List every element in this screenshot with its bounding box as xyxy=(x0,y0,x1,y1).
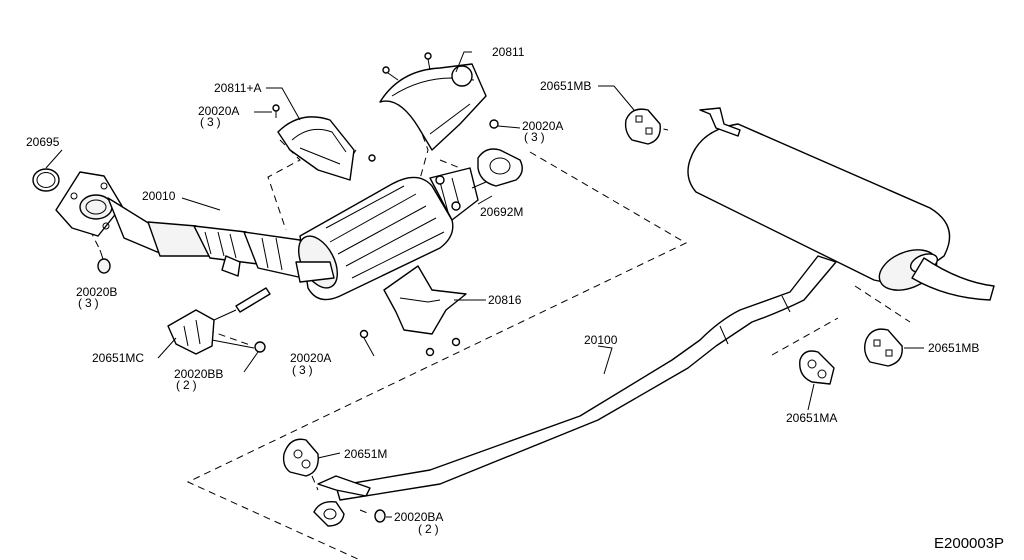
mounting-20651ma[interactable] xyxy=(799,350,835,385)
label-20020a-bottom: 20020A xyxy=(290,351,331,365)
label-20020a-top: 20020A xyxy=(198,104,239,118)
mounting-20651mb-top[interactable] xyxy=(624,108,661,145)
label-20651mc: 20651MC xyxy=(92,351,144,365)
label-20811a: 20811+A xyxy=(214,81,262,95)
label-20020b: 20020B xyxy=(76,285,117,299)
center-pipe-20100[interactable] xyxy=(313,255,837,527)
mounting-20651mc[interactable] xyxy=(167,255,271,355)
label-20651ma: 20651MA xyxy=(786,411,837,425)
qty-20020bb: (2) xyxy=(176,378,200,392)
label-20811: 20811 xyxy=(492,45,525,59)
qty-20020b: (3) xyxy=(78,296,102,310)
gasket-20695[interactable] xyxy=(32,168,60,192)
bracket-20816[interactable] xyxy=(359,265,467,357)
label-20695: 20695 xyxy=(26,135,60,149)
label-20010: 20010 xyxy=(142,189,176,203)
label-20020bb: 20020BB xyxy=(174,367,223,381)
qty-20020a-top: (3) xyxy=(200,115,224,129)
nut-20020b[interactable] xyxy=(97,249,111,274)
leader-lines xyxy=(45,51,924,518)
label-20692m: 20692M xyxy=(480,205,523,219)
rear-muffler[interactable] xyxy=(687,107,995,301)
mounting-20651m[interactable] xyxy=(282,438,319,477)
label-20020a-right: 20020A xyxy=(522,119,563,133)
label-20651m: 20651M xyxy=(344,447,387,461)
label-20020ba: 20020BA xyxy=(394,510,443,524)
heat-shield-20811a[interactable] xyxy=(272,104,376,181)
catalyst-converter-body[interactable] xyxy=(291,167,479,301)
gasket-20692m[interactable] xyxy=(471,148,523,189)
part-labels: 20695 20010 20020B (3) 20811+A 20020A (3… xyxy=(26,45,979,536)
qty-20020ba: (2) xyxy=(418,522,442,536)
front-tube-20010[interactable] xyxy=(55,171,313,281)
qty-20020a-right: (3) xyxy=(524,130,548,144)
label-20100: 20100 xyxy=(584,333,618,347)
label-20651mb-right: 20651MB xyxy=(928,341,979,355)
label-20651mb-top: 20651MB xyxy=(540,79,591,93)
diagram-reference-code: E200003P xyxy=(934,535,1004,552)
heat-shield-20811[interactable] xyxy=(379,52,499,151)
nut-20020ba[interactable] xyxy=(374,509,386,523)
label-20816: 20816 xyxy=(488,293,522,307)
mounting-20651mb-right[interactable] xyxy=(863,328,903,367)
qty-20020a-bottom: (3) xyxy=(292,363,316,377)
